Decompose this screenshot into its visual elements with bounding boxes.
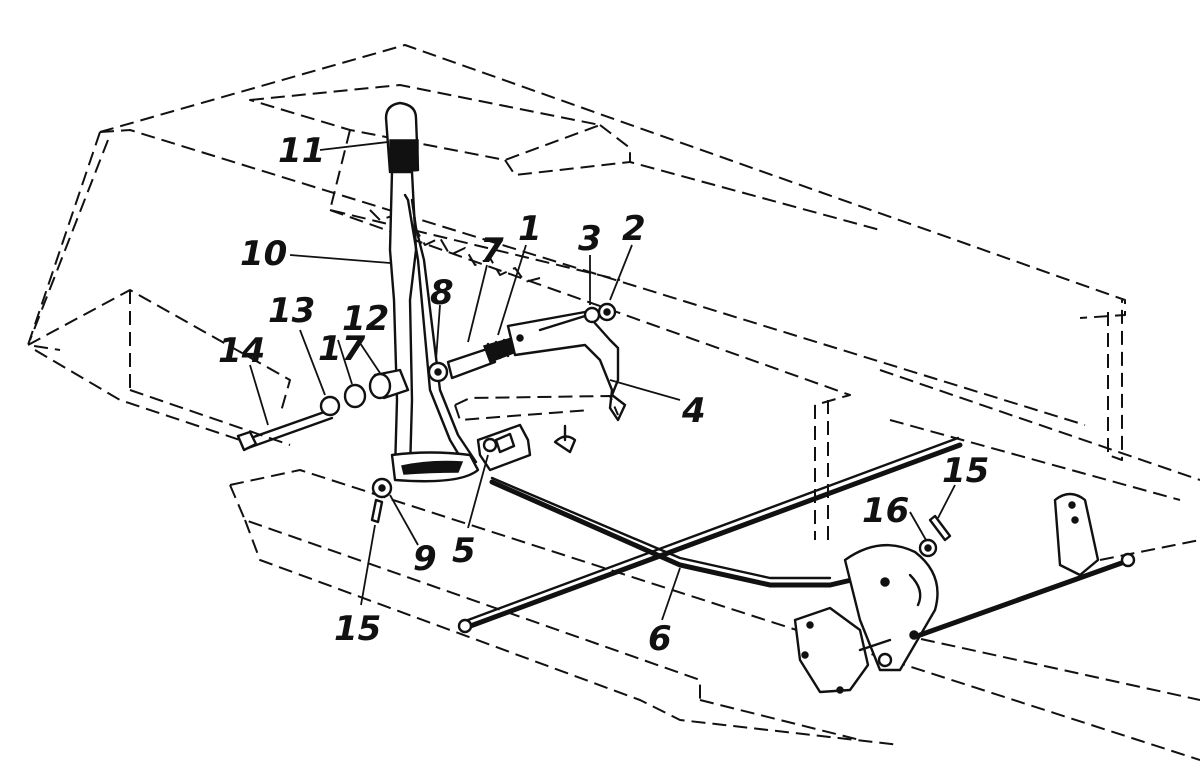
shift-knob [384, 101, 420, 174]
callout-3: 3 [578, 219, 602, 259]
console-mount [454, 395, 619, 454]
bracket [506, 310, 627, 422]
callout-15-left: 15 [334, 609, 381, 649]
callout-9: 9 [413, 539, 437, 579]
callout-2: 2 [622, 209, 646, 249]
callout-13: 13 [268, 291, 315, 331]
washer-nut-pair [538, 302, 617, 332]
callout-6: 6 [648, 619, 672, 659]
pivot-stack [236, 368, 410, 452]
callout-12: 12 [342, 299, 389, 339]
cross-axle-rod [457, 436, 963, 634]
callout-17: 17 [318, 329, 366, 369]
callout-11: 11 [278, 131, 325, 171]
rear-axle-bracket [917, 492, 1136, 638]
shift-rod [489, 476, 863, 588]
tractor-body-outline [27, 44, 1200, 761]
callout-1: 1 [518, 209, 542, 249]
pin-washer-right [918, 514, 952, 558]
spring-assembly [427, 337, 517, 383]
lever-quadrant-plate [390, 451, 480, 483]
rod-end-bracket [476, 423, 532, 472]
shift-lever [388, 170, 478, 472]
pivot-bolt-left [370, 477, 393, 524]
callout-7: 7 [480, 231, 504, 271]
callout-15-right: 15 [942, 451, 989, 491]
callout-labels: 1 2 3 4 5 6 7 8 9 10 11 12 13 14 15 15 1… [218, 131, 989, 659]
callout-16: 16 [862, 491, 909, 531]
leader-lines [249, 141, 956, 621]
callout-8: 8 [430, 273, 454, 313]
callout-10: 10 [240, 234, 287, 274]
callout-4: 4 [681, 391, 706, 431]
callout-14: 14 [218, 331, 265, 371]
selector-plate-assembly [793, 543, 939, 694]
callout-5: 5 [452, 531, 476, 571]
